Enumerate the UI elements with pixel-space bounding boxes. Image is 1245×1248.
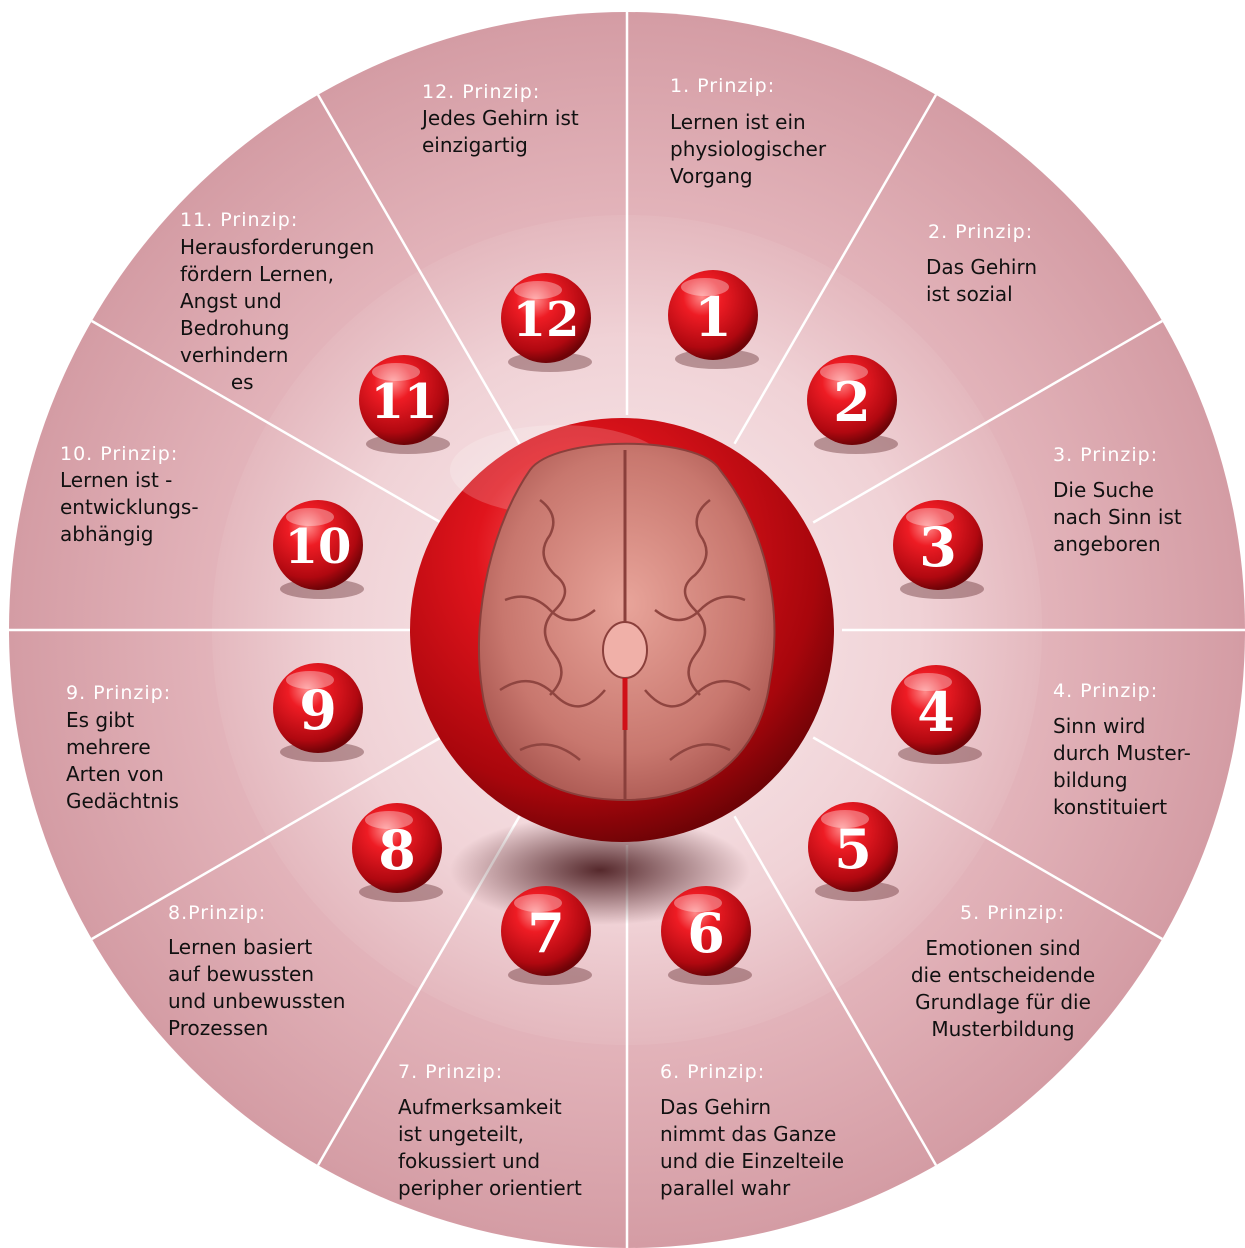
principle-text: Es gibt mehrere Arten von Gedächtnis — [66, 707, 179, 815]
principle-title: 2. Prinzip: — [928, 219, 1033, 246]
ball-number: 1 — [694, 285, 732, 349]
principle-title: 10. Prinzip: — [60, 441, 178, 468]
principle-title: 11. Prinzip: — [180, 207, 298, 234]
principle-text: Sinn wird durch Muster- bildung konstitu… — [1053, 713, 1191, 821]
principle-title: 6. Prinzip: — [660, 1059, 765, 1086]
principle-ball-8: 8 — [352, 803, 443, 902]
principle-title: 8.Prinzip: — [168, 900, 266, 927]
principle-text: Jedes Gehirn ist einzigartig — [422, 105, 579, 159]
principle-ball-6: 6 — [661, 886, 752, 985]
ball-number: 12 — [513, 292, 580, 348]
principle-ball-5: 5 — [808, 802, 899, 901]
ball-number: 8 — [378, 818, 416, 882]
ball-number: 4 — [917, 680, 955, 744]
principle-text: Herausforderungen fördern Lernen, Angst … — [180, 234, 374, 396]
ball-number: 9 — [299, 678, 337, 742]
principle-text: Lernen ist - entwicklungs- abhängig — [60, 467, 199, 548]
principle-text: Lernen basiert auf bewussten und unbewus… — [168, 934, 345, 1042]
ball-number: 11 — [371, 374, 438, 430]
principle-text: Die Suche nach Sinn ist angeboren — [1053, 477, 1182, 558]
brain-illustration — [479, 444, 774, 800]
principle-title: 1. Prinzip: — [670, 73, 775, 100]
ball-number: 3 — [919, 515, 957, 579]
ball-number: 7 — [527, 901, 565, 965]
principle-title: 3. Prinzip: — [1053, 442, 1158, 469]
principle-title: 4. Prinzip: — [1053, 678, 1158, 705]
principle-ball-10: 10 — [273, 500, 364, 599]
principle-title: 7. Prinzip: — [398, 1059, 503, 1086]
principle-text: Aufmerksamkeit ist ungeteilt, fokussiert… — [398, 1094, 582, 1202]
principle-text: Das Gehirn ist sozial — [926, 254, 1037, 308]
principle-ball-4: 4 — [891, 665, 982, 764]
principle-ball-7: 7 — [501, 886, 592, 985]
principle-title: 5. Prinzip: — [960, 900, 1065, 927]
ball-number: 5 — [834, 817, 872, 881]
ball-number: 6 — [687, 901, 725, 965]
principle-text: Lernen ist ein physiologischer Vorgang — [670, 109, 826, 190]
principle-title: 9. Prinzip: — [66, 680, 171, 707]
principle-ball-1: 1 — [668, 270, 759, 369]
ball-number: 2 — [833, 370, 871, 434]
principle-ball-9: 9 — [273, 663, 364, 762]
principle-text: Emotionen sind die entscheidende Grundla… — [878, 935, 1128, 1043]
principle-ball-12: 12 — [501, 273, 592, 372]
principle-text: Das Gehirn nimmt das Ganze und die Einze… — [660, 1094, 844, 1202]
principle-ball-2: 2 — [807, 355, 898, 454]
principle-title: 12. Prinzip: — [422, 79, 540, 106]
ball-number: 10 — [285, 519, 352, 575]
principle-ball-3: 3 — [893, 500, 984, 599]
